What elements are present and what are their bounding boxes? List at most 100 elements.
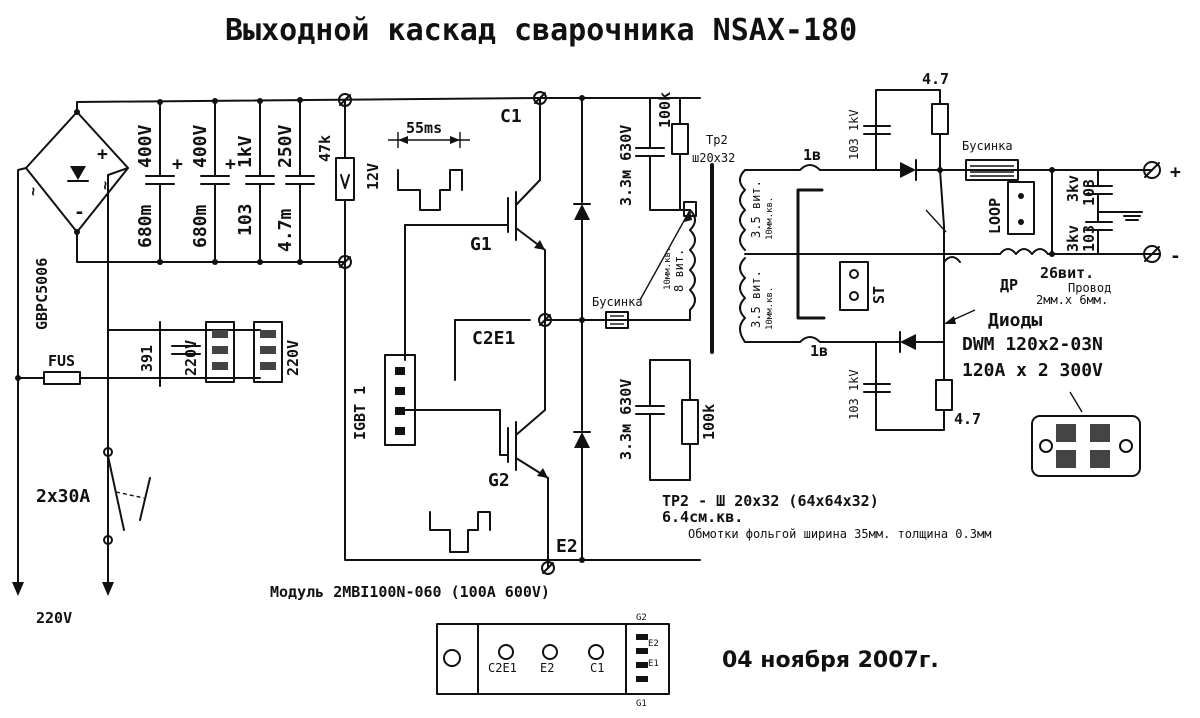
cap-bottom-value: 103 [1080, 225, 1098, 252]
bridge-part-label: GBPC5006 [33, 258, 51, 330]
output-minus-label: - [1170, 246, 1181, 267]
bottom-snubber-resistor [681, 399, 699, 445]
bridge-ac-left: ~ [24, 187, 42, 196]
top-snub-res-label: 4.7 [922, 70, 949, 88]
module-pinout: C2E1 E2 C1 G2 E2 E1 G1 [436, 613, 670, 709]
diode-package-icon [1031, 415, 1141, 477]
bleed-resistor [335, 157, 355, 201]
thermal-switch [839, 261, 869, 311]
cap2-voltage: 400V [190, 124, 211, 168]
output-minus-terminal [1143, 245, 1161, 263]
bottom-snub-resistor [935, 379, 953, 411]
c1-label: C1 [500, 106, 522, 127]
sec-bottom-wire: 10мм.кв. [765, 287, 775, 330]
bridge-minus-sign: - [74, 202, 85, 223]
cap2-value: 680m [190, 204, 211, 248]
bottom-snubber-res-label: 100k [700, 404, 718, 440]
choke-turns: 26вит. [1040, 264, 1094, 282]
pulse-time-label: 55ms [406, 119, 442, 137]
g1-label: G1 [470, 234, 492, 255]
transformer-name: Тр2 [706, 133, 728, 147]
cap3-voltage: 1kV [235, 135, 256, 168]
top-snubber-cap: 3.3м 630V [617, 125, 635, 206]
lamp-icon [253, 321, 283, 383]
lower-freewheel-diode [573, 319, 591, 561]
pin-g1: G1 [636, 699, 647, 709]
input-section: + - ~ ~ GBPC5006 220V FUS [12, 97, 701, 627]
top-output-diode [900, 159, 917, 181]
loop-label: LOOP [986, 198, 1004, 234]
core-area: 6.4см.кв. [662, 508, 743, 526]
loop-connector [1007, 181, 1035, 235]
cap-bottom-kv: 3kv [1064, 225, 1082, 252]
bottom-snubber-cap: 3.3м 630V [617, 379, 635, 460]
left-bead-label: Бусинка [592, 295, 643, 309]
pin-e2: E2 [540, 661, 554, 675]
pulse-amp-label: 12V [364, 163, 382, 190]
transformer-core: ш20х32 [692, 151, 735, 165]
pin-g2: G2 [636, 613, 647, 623]
cap4-value: 4.7m [275, 208, 296, 252]
igbt-half-bridge: 55ms 12V IGBT 1 G1 [270, 91, 701, 601]
lead-bottom-label: 1в [810, 342, 828, 360]
switch-label: 2x30A [36, 486, 90, 507]
cap1-plus: + [172, 154, 183, 175]
lower-igbt [499, 409, 549, 479]
filter-capacitors: 400V 680m + 400V 680m + 1kV 103 250V 4.7… [135, 93, 355, 269]
output-bead-label: Бусинка [962, 139, 1013, 153]
cap3-value: 103 [235, 203, 256, 236]
pin-c2e1: C2E1 [488, 661, 517, 675]
diodes-note: Диоды DWM 120x2-03N 120A x 2 300V [943, 309, 1141, 477]
left-bead [605, 311, 629, 329]
top-snubber-res-label: 100k [656, 92, 674, 128]
diodes-part: DWM 120x2-03N [962, 334, 1103, 355]
mains-label: 220V [36, 609, 72, 627]
fuse-label: FUS [48, 352, 75, 370]
pin-c1: C1 [590, 661, 604, 675]
choke-label: ДР [1000, 276, 1018, 294]
primary-snubbers: 3.3м 630V 100k Бусинка 3.3м 630V 100k [592, 92, 718, 481]
bottom-snub-cap-label: 103 1kV [847, 369, 861, 420]
thermal-label: ST [870, 286, 888, 304]
diodes-rating: 120A x 2 300V [962, 360, 1103, 381]
primary-turns: 8 вит. [672, 249, 686, 292]
winding-note: Обмотки фольгой ширина 35мм. толщина 0.3… [688, 527, 991, 541]
soft-start-resistor-label: 391 [138, 345, 156, 372]
lamp-voltage: 220V [284, 340, 302, 376]
module-label: Модуль 2MBI100N-060 (100A 600V) [270, 583, 550, 601]
cap1-voltage: 400V [135, 124, 156, 168]
cap4-voltage: 250V [275, 124, 296, 168]
pulse-timing: 55ms 12V [364, 119, 491, 553]
choke-wire-2: 2мм.х 6мм. [1036, 293, 1108, 307]
c2e1-label: C2E1 [472, 328, 515, 349]
diagram-title: Выходной каскад сварочника NSAX-180 [225, 13, 857, 48]
sec-bottom-turns: 3.5 вит. [749, 270, 763, 328]
top-snub-resistor [931, 103, 949, 135]
sec-top-wire: 10мм.кв. [765, 197, 775, 240]
bottom-output-diode [899, 331, 916, 353]
sec-top-turns: 3.5 вит. [749, 180, 763, 238]
bleed-resistor-label: 47k [316, 135, 334, 162]
bottom-snub-res-label: 4.7 [954, 410, 981, 428]
cap-top-kv: 3kv [1064, 175, 1082, 202]
cap2-plus: + [225, 154, 236, 175]
relay-icon [205, 321, 235, 383]
mains-switch [103, 447, 151, 545]
output-bead [965, 159, 1019, 181]
bridge-diode-icon [67, 166, 89, 182]
choke-wire-1: Провод [1068, 281, 1111, 295]
fuse [43, 371, 81, 385]
transformer: Тр2 ш20х32 10мм.кв. 8 вит. 3.5 вит. 10мм… [639, 133, 1001, 541]
bridge-ac-right: ~ [96, 181, 114, 190]
output-plus-terminal [1143, 161, 1161, 179]
pin-e2-small: E2 [648, 639, 659, 649]
lead-top-label: 1в [803, 146, 821, 164]
output-plus-label: + [1170, 162, 1181, 183]
top-snub-cap-label: 103 1kV [847, 109, 861, 160]
upper-igbt [489, 179, 546, 251]
pin-e1: E1 [648, 659, 659, 669]
top-snubber-resistor [671, 123, 689, 155]
e2-label: E2 [556, 536, 578, 557]
cap-top-value: 103 [1080, 179, 1098, 206]
